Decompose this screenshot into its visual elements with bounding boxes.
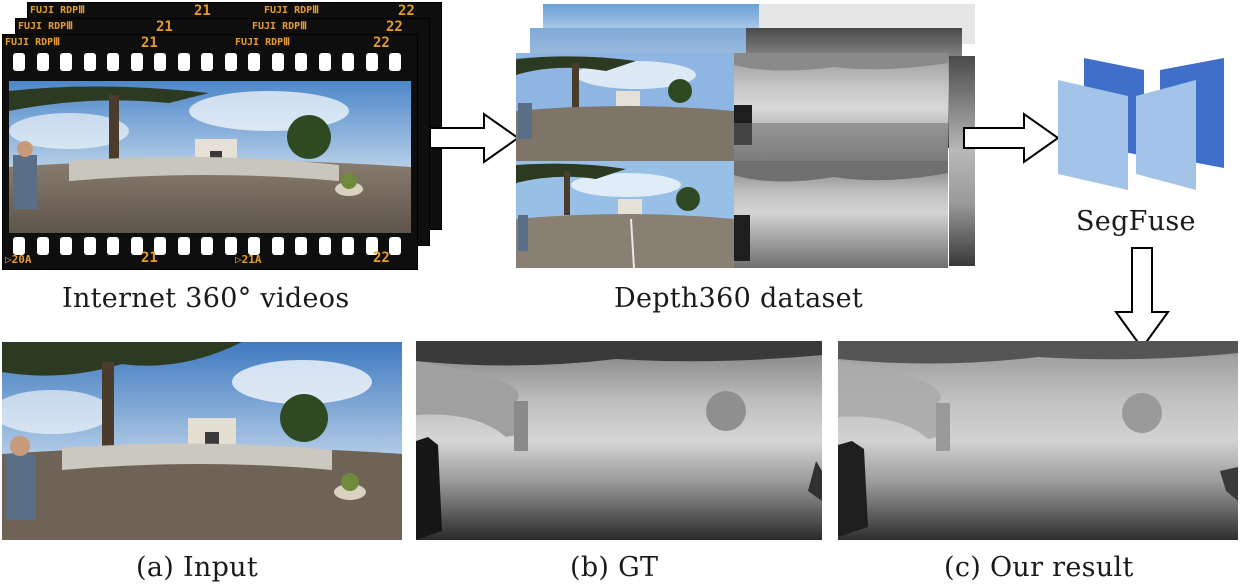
dataset-layer-side-depth (949, 56, 975, 266)
arrow-right-icon (429, 112, 520, 164)
sprocket-hole (389, 53, 401, 71)
sprocket-hole (36, 53, 49, 71)
sprocket-hole (271, 53, 284, 71)
sprocket-hole (248, 53, 260, 71)
sprocket-hole (271, 237, 284, 255)
dataset-depth-image (734, 161, 948, 268)
gt-depth-silhouette (416, 341, 822, 540)
sprocket-hole (13, 237, 25, 255)
sprocket-hole (342, 53, 354, 71)
film-label-right: FUJI RDPⅢ (252, 21, 308, 32)
sprocket-hole (201, 53, 213, 71)
sprocket-hole (201, 237, 213, 255)
sprocket-hole (365, 237, 378, 255)
sprocket-hole (318, 237, 331, 255)
caption-our-result: (c) Our result (944, 552, 1134, 583)
sprocket-hole (13, 53, 25, 71)
film-label-left: FUJI RDPⅢ (5, 37, 61, 48)
film-label-left: FUJI RDPⅢ (30, 5, 86, 16)
sprocket-hole (60, 237, 72, 255)
film-edge-code: ▷21A (235, 253, 262, 266)
model-name-label: SegFuse (1076, 206, 1196, 237)
result-depth-map (838, 341, 1238, 540)
sprocket-hole (177, 237, 190, 255)
film-label-left: FUJI RDPⅢ (18, 21, 74, 32)
sprocket-hole (154, 53, 166, 71)
sprocket-hole (295, 53, 307, 71)
gt-depth-map (416, 341, 822, 540)
sprocket-hole (154, 237, 166, 255)
sprocket-hole (60, 53, 72, 71)
sprocket-hole (83, 53, 96, 71)
sprocket-hole (83, 237, 96, 255)
panorama-frame (9, 81, 411, 233)
depth-silhouette (734, 161, 948, 261)
sprocket-hole (224, 53, 237, 71)
film-strip-front: FUJI RDPⅢ 21 FUJI RDPⅢ 22 (2, 34, 418, 270)
sprocket-hole (130, 53, 143, 71)
film-frame-number: 21 (141, 35, 158, 51)
result-depth-silhouette (838, 341, 1238, 537)
sprocket-hole (107, 53, 119, 71)
film-frame-number: 22 (386, 19, 403, 35)
sprocket-hole (224, 237, 237, 255)
dataset-depth-image (734, 53, 948, 161)
depth-silhouette (734, 53, 948, 161)
film-edge-code: ▷20A (5, 253, 32, 266)
sprocket-hole (177, 53, 190, 71)
sprocket-hole (107, 237, 119, 255)
dataset-rgb-image (516, 161, 734, 269)
sprocket-hole (130, 237, 143, 255)
segfuse-model-icon (1058, 58, 1224, 190)
sprocket-hole (318, 53, 331, 71)
film-frame-number: 22 (373, 250, 390, 266)
film-frame-number: 21 (156, 19, 173, 35)
arrow-down-icon (1114, 247, 1170, 350)
caption-depth360-dataset: Depth360 dataset (614, 283, 864, 314)
film-frame-number: 22 (398, 3, 415, 19)
film-frame-number: 22 (373, 35, 390, 51)
sprocket-hole (36, 237, 49, 255)
sprocket-hole (365, 53, 378, 71)
film-frame-number: 21 (141, 250, 158, 266)
caption-gt: (b) GT (570, 552, 659, 583)
caption-internet-videos: Internet 360° videos (62, 283, 350, 314)
film-label-right: FUJI RDPⅢ (235, 37, 291, 48)
film-frame-number: 21 (194, 3, 211, 19)
dataset-rgb-image (516, 53, 734, 161)
film-label-right: FUJI RDPⅢ (264, 5, 320, 16)
sprocket-hole (295, 237, 307, 255)
sprocket-hole (248, 237, 260, 255)
sprocket-hole (342, 237, 354, 255)
caption-input: (a) Input (136, 552, 259, 583)
arrow-right-icon (963, 112, 1060, 164)
input-panorama (0, 342, 402, 540)
sprocket-hole (389, 237, 401, 255)
